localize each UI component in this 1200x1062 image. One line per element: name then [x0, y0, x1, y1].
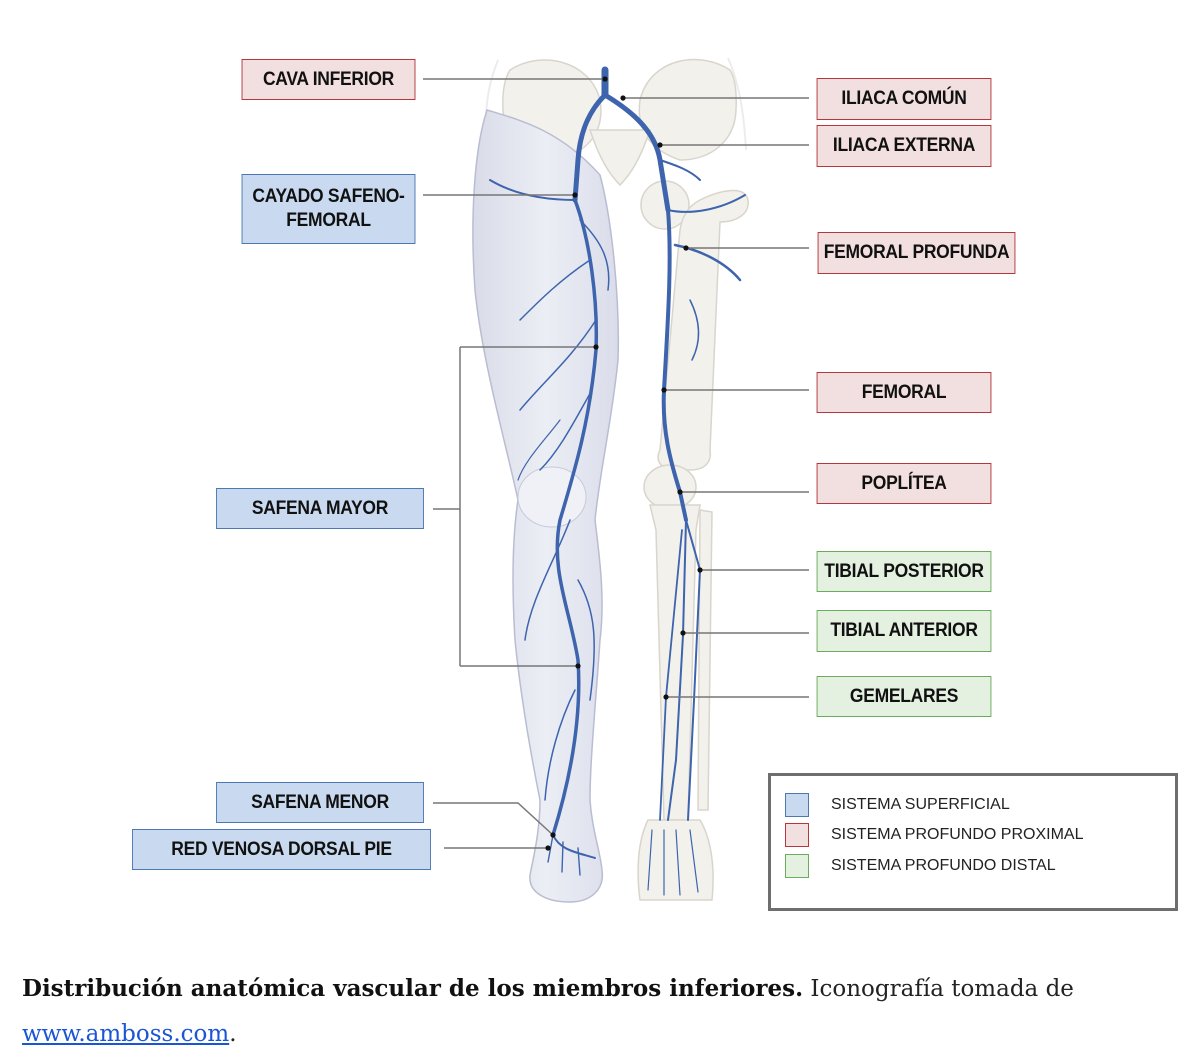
legend-label: SISTEMA PROFUNDO DISTAL — [831, 857, 1056, 875]
label-iliaca-externa: ILIACA EXTERNA — [817, 125, 992, 167]
legend-item-profundo-distal: SISTEMA PROFUNDO DISTAL — [785, 854, 1056, 878]
caption-text: Iconografía tomada de — [803, 976, 1074, 1002]
label-poplitea: POPLÍTEA — [817, 463, 992, 504]
label-cayado-safeno-femoral: CAYADO SAFENO-FEMORAL — [242, 174, 416, 244]
legend-item-profundo-proximal: SISTEMA PROFUNDO PROXIMAL — [785, 823, 1083, 847]
distal-swatch — [785, 854, 809, 878]
label-iliaca-comun: ILIACA COMÚN — [817, 78, 992, 120]
legend-label: SISTEMA SUPERFICIAL — [831, 796, 1010, 814]
label-red-venosa-dorsal-pie: RED VENOSA DORSAL PIE — [132, 829, 431, 870]
vein-diagram: CAVA INFERIOR ILIACA COMÚN ILIACA EXTERN… — [0, 0, 1200, 940]
label-safena-menor: SAFENA MENOR — [216, 782, 424, 823]
source-link[interactable]: www.amboss.com — [22, 1021, 229, 1047]
legend: SISTEMA SUPERFICIAL SISTEMA PROFUNDO PRO… — [768, 773, 1178, 911]
label-tibial-posterior: TIBIAL POSTERIOR — [817, 551, 992, 592]
leader-lines — [423, 79, 809, 848]
label-cava-inferior: CAVA INFERIOR — [242, 59, 416, 100]
caption-end: . — [229, 1021, 236, 1047]
figure-caption: Distribución anatómica vascular de los m… — [22, 966, 1182, 1057]
label-safena-mayor: SAFENA MAYOR — [216, 488, 424, 529]
legend-item-superficial: SISTEMA SUPERFICIAL — [785, 793, 1010, 817]
label-gemelares: GEMELARES — [817, 676, 992, 717]
label-tibial-anterior: TIBIAL ANTERIOR — [817, 610, 992, 652]
superficial-swatch — [785, 793, 809, 817]
caption-bold: Distribución anatómica vascular de los m… — [22, 975, 803, 1002]
legend-label: SISTEMA PROFUNDO PROXIMAL — [831, 826, 1083, 844]
label-femoral: FEMORAL — [817, 372, 992, 413]
proximal-swatch — [785, 823, 809, 847]
label-femoral-profunda: FEMORAL PROFUNDA — [818, 232, 1016, 274]
